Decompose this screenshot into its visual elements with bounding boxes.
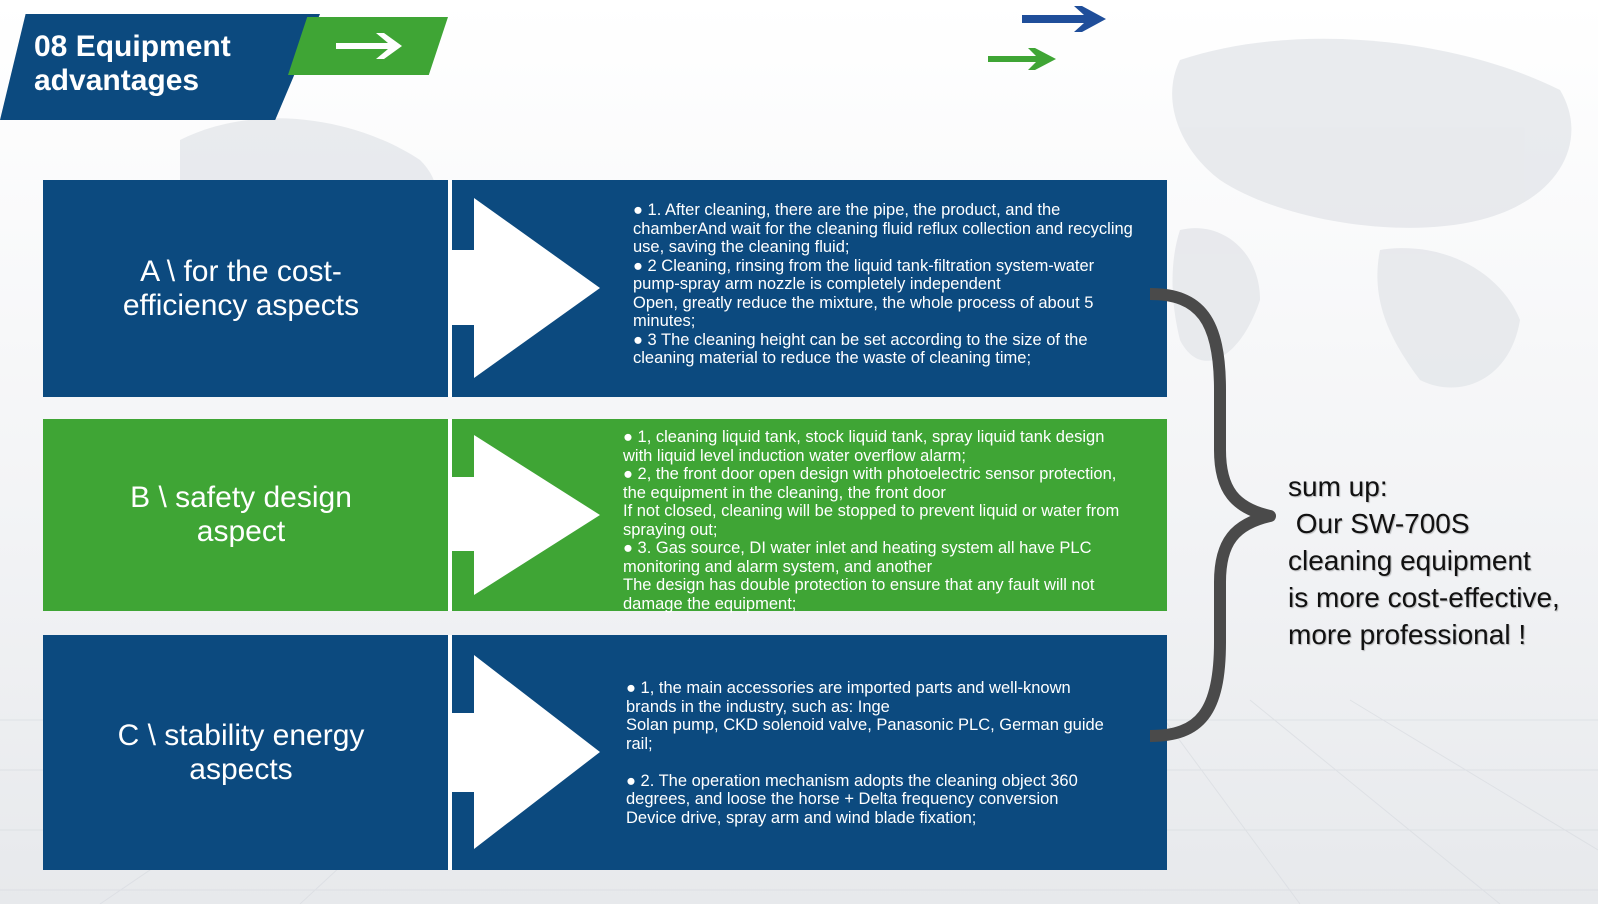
section-a-details: ● 1. After cleaning, there are the pipe,… (633, 201, 1133, 367)
arrow-right-icon (336, 33, 402, 59)
section-c-label: C \ stability energy aspects (117, 718, 365, 786)
section-a-label-box: A \ for the cost-efficiency aspects (43, 180, 439, 397)
summary-text: sum up: Our SW-700S cleaning equipment i… (1288, 471, 1560, 650)
section-a-label: A \ for the cost-efficiency aspects (122, 254, 360, 322)
section-b-label: B \ safety design aspect (130, 481, 352, 548)
title-arrow-tab (288, 17, 448, 75)
page-title: 08 Equipment advantages (34, 30, 231, 97)
section-c-details: ● 1, the main accessories are imported p… (626, 679, 1104, 827)
section-b-details: ● 1, cleaning liquid tank, stock liquid … (623, 428, 1120, 613)
arrow-right-icon (988, 48, 1056, 70)
curly-brace-icon (1150, 288, 1276, 742)
title-banner (0, 14, 320, 120)
chevron-right-icon (430, 180, 600, 397)
section-c-label-box: C \ stability energy aspects (43, 635, 439, 870)
chevron-right-icon (430, 635, 600, 870)
section-b-details-box: ● 1, cleaning liquid tank, stock liquid … (448, 419, 1167, 613)
section-b-label-box: B \ safety design aspect (43, 419, 439, 611)
arrow-right-icon (1022, 6, 1106, 32)
chevron-right-icon (430, 419, 600, 611)
